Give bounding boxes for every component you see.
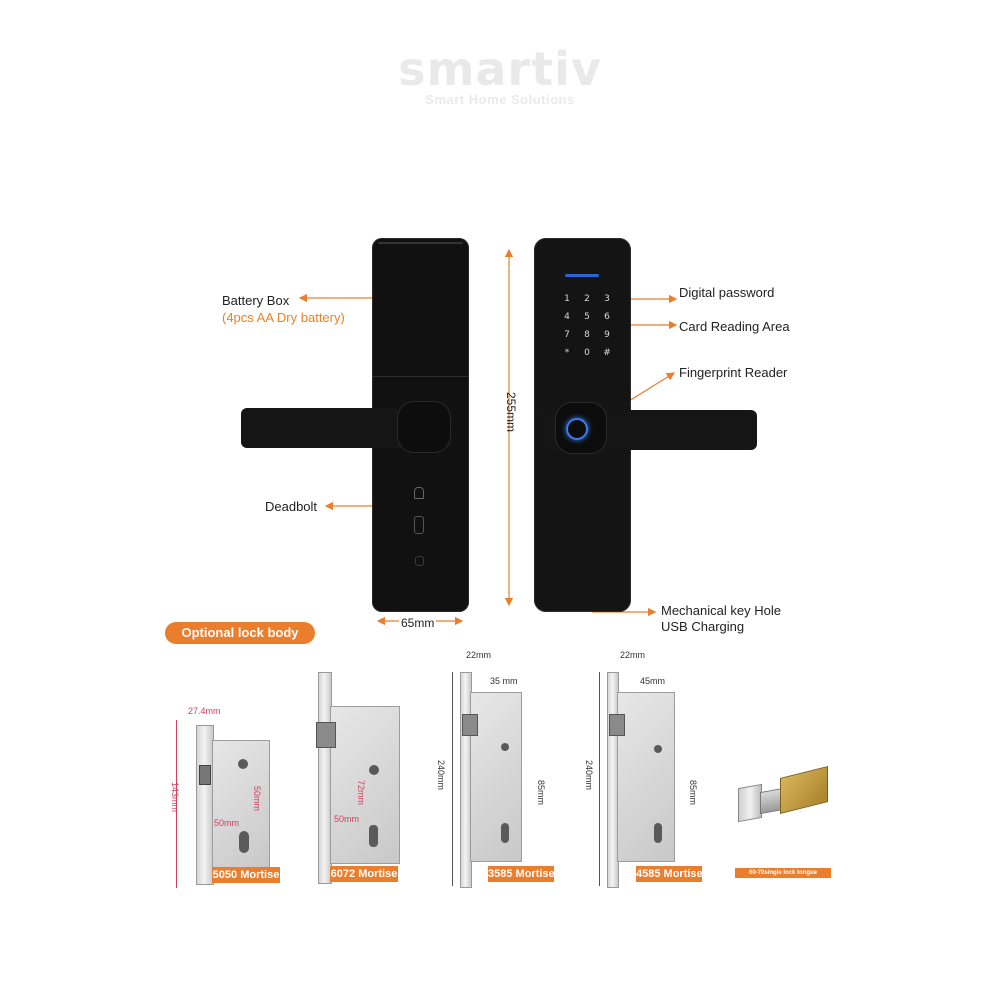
deadbolt-knob xyxy=(414,516,424,534)
keypad-key: 2 xyxy=(584,294,590,304)
usb-charging-label: USB Charging xyxy=(661,619,745,634)
keypad-key: 7 xyxy=(564,330,570,340)
mortise-dim: 240mm xyxy=(584,760,594,791)
fingerprint-label: Fingerprint Reader xyxy=(679,365,788,380)
mortise-3585-tag: 3585 Mortise xyxy=(488,866,555,882)
lock-back-hub xyxy=(398,402,450,452)
deadbolt-icon xyxy=(414,487,424,499)
mortise-dim: 85mm xyxy=(688,780,698,806)
brand-tagline: Smart Home Solutions xyxy=(425,92,575,107)
keypad-key: 5 xyxy=(584,312,590,322)
deadbolt-label: Deadbolt xyxy=(265,499,318,514)
keypad-key: 3 xyxy=(604,294,610,304)
mortise-6072-body xyxy=(330,706,400,864)
status-led xyxy=(565,274,599,277)
mortise-3585-body xyxy=(470,692,522,862)
mortise-dim: 240mm xyxy=(436,760,446,791)
battery-box-label: Battery Box xyxy=(222,293,290,308)
keypad-key: 0 xyxy=(584,348,590,358)
keypad: 1 2 3 4 5 6 7 8 9 * 0 # xyxy=(560,292,616,364)
mortise-6072-tag: 6072 Mortise xyxy=(330,866,398,882)
mortise-dim: 27.4mm xyxy=(188,706,221,716)
keypad-key: 6 xyxy=(604,312,610,322)
keypad-key: 1 xyxy=(564,294,570,304)
mortise-dim: 35 mm xyxy=(490,676,518,686)
keypad-key: 8 xyxy=(584,330,590,340)
unlock-icon xyxy=(415,556,424,566)
mortise-dim: 143mm xyxy=(170,782,180,813)
mortise-4585-latch xyxy=(609,714,625,736)
height-dimension: 255mm xyxy=(504,392,518,433)
width-dimension: 65mm xyxy=(399,616,437,630)
mortise-5050-tag: 5050 Mortise xyxy=(212,867,280,883)
keypad-key: * xyxy=(564,348,570,358)
keypad-key: 4 xyxy=(564,312,570,322)
fingerprint-icon xyxy=(566,418,588,440)
mortise-5050-body xyxy=(212,740,270,870)
mortise-4585-body xyxy=(617,692,675,862)
keypad-key: 9 xyxy=(604,330,610,340)
mortise-dim: 85mm xyxy=(536,780,546,806)
mortise-dim: 45mm xyxy=(640,676,666,686)
digital-password-label: Digital password xyxy=(679,285,775,300)
key-hole-label: Mechanical key Hole xyxy=(661,603,781,618)
mortise-4585-tag: 4585 Mortise xyxy=(636,866,703,882)
mortise-dim: 50mm xyxy=(214,818,240,828)
mortise-dim: 72mm xyxy=(356,780,366,806)
mortise-5050-height-line xyxy=(176,720,177,888)
mortise-5050-latch xyxy=(199,765,211,785)
card-reading-label: Card Reading Area xyxy=(679,319,790,334)
mortise-dim: 22mm xyxy=(466,650,492,660)
tongue-faceplate xyxy=(738,783,762,823)
tongue-tag: 60-70single lock tongue xyxy=(735,868,831,878)
mortise-3585-height-line xyxy=(452,672,453,886)
mortise-dim: 50mm xyxy=(252,786,262,812)
mortise-4585-height-line xyxy=(599,672,600,886)
keypad-key: # xyxy=(603,348,611,358)
mortise-3585-latch xyxy=(462,714,478,736)
mortise-6072-latch xyxy=(316,722,336,748)
optional-lock-body-badge: Optional lock body xyxy=(165,622,315,644)
brand-logo: smartiv xyxy=(398,42,602,96)
mortise-dim: 50mm xyxy=(334,814,360,824)
battery-note-label: (4pcs AA Dry battery) xyxy=(222,310,345,325)
mortise-dim: 22mm xyxy=(620,650,646,660)
